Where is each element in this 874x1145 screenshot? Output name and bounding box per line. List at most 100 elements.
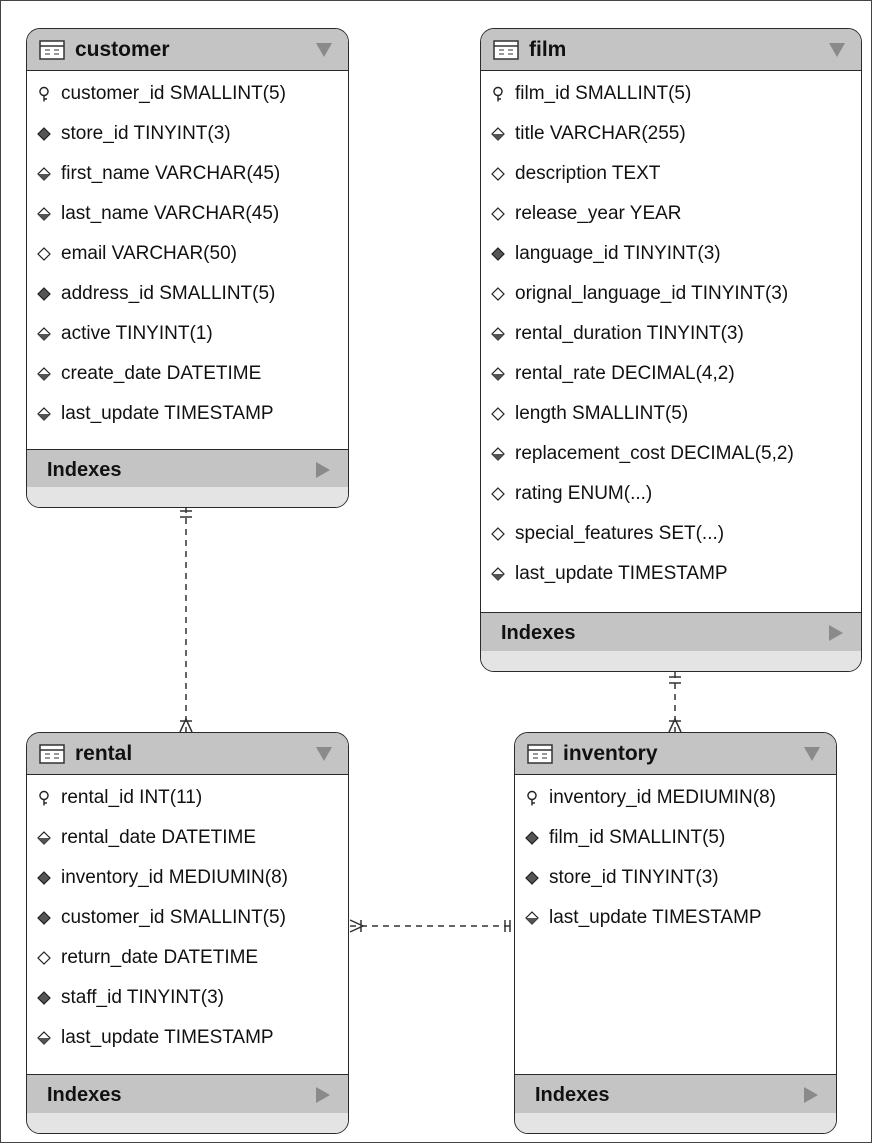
column-row[interactable]: title VARCHAR(255) <box>481 114 861 154</box>
many-marker-inventory <box>668 717 682 733</box>
indexes-section[interactable]: Indexes <box>515 1074 836 1116</box>
filled-diamond-icon <box>525 871 539 885</box>
indexes-label: Indexes <box>47 458 122 481</box>
indexes-section[interactable]: Indexes <box>27 449 348 491</box>
column-row[interactable]: replacement_cost DECIMAL(5,2) <box>481 434 861 474</box>
column-list: rental_id INT(11) rental_date DATETIME inv… <box>27 775 348 1058</box>
film-table[interactable]: film film_id SMALLINT(5)title VARCHAR(25… <box>480 28 862 672</box>
table-icon <box>493 39 519 60</box>
inventory-table[interactable]: inventory inventory_id MEDIUMIN(8)film_i… <box>514 732 837 1134</box>
half-diamond-icon <box>491 567 505 581</box>
expand-triangle-icon[interactable] <box>316 1087 330 1103</box>
table-footer <box>481 651 861 671</box>
column-label: rating ENUM(...) <box>515 483 653 504</box>
column-row[interactable]: inventory_id MEDIUMIN(8) <box>27 858 348 898</box>
column-row[interactable]: rental_rate DECIMAL(4,2) <box>481 354 861 394</box>
column-row[interactable]: last_update TIMESTAMP <box>515 898 836 938</box>
customer-table-header[interactable]: customer <box>27 29 348 71</box>
table-name: inventory <box>563 741 658 765</box>
column-row[interactable]: release_year YEAR <box>481 194 861 234</box>
column-label: last_update TIMESTAMP <box>515 563 728 584</box>
column-row[interactable]: rental_date DATETIME <box>27 818 348 858</box>
column-row[interactable]: last_update TIMESTAMP <box>27 1018 348 1058</box>
half-diamond-icon <box>525 911 539 925</box>
column-row[interactable]: last_update TIMESTAMP <box>481 554 861 594</box>
column-row[interactable]: film_id SMALLINT(5) <box>481 74 861 114</box>
column-label: staff_id TINYINT(3) <box>61 987 224 1008</box>
column-row[interactable]: return_date DATETIME <box>27 938 348 978</box>
empty-diamond-icon <box>491 207 505 221</box>
column-row[interactable]: customer_id SMALLINT(5) <box>27 74 348 114</box>
column-row[interactable]: description TEXT <box>481 154 861 194</box>
expand-triangle-icon[interactable] <box>316 462 330 478</box>
column-row[interactable]: rental_id INT(11) <box>27 778 348 818</box>
column-row[interactable]: rental_duration TINYINT(3) <box>481 314 861 354</box>
column-row[interactable]: rating ENUM(...) <box>481 474 861 514</box>
half-diamond-icon <box>37 207 51 221</box>
column-label: customer_id SMALLINT(5) <box>61 907 286 928</box>
half-diamond-icon <box>491 367 505 381</box>
column-label: last_update TIMESTAMP <box>61 1027 274 1048</box>
rental-table[interactable]: rental rental_id INT(11) rental_date DATE… <box>26 732 349 1134</box>
column-row[interactable]: store_id TINYINT(3) <box>27 114 348 154</box>
film-table-header[interactable]: film <box>481 29 861 71</box>
column-label: create_date DATETIME <box>61 363 262 384</box>
table-name: rental <box>75 741 133 765</box>
table-name: customer <box>75 37 170 61</box>
inventory-table-header[interactable]: inventory <box>515 733 836 775</box>
column-row[interactable]: last_name VARCHAR(45) <box>27 194 348 234</box>
empty-diamond-icon <box>37 951 51 965</box>
column-label: language_id TINYINT(3) <box>515 243 721 264</box>
collapse-triangle-icon[interactable] <box>316 42 332 57</box>
empty-diamond-icon <box>491 527 505 541</box>
column-row[interactable]: special_features SET(...) <box>481 514 861 554</box>
column-row[interactable]: language_id TINYINT(3) <box>481 234 861 274</box>
expand-triangle-icon[interactable] <box>829 625 843 641</box>
column-row[interactable]: active TINYINT(1) <box>27 314 348 354</box>
filled-diamond-icon <box>37 127 51 141</box>
column-row[interactable]: email VARCHAR(50) <box>27 234 348 274</box>
column-list: customer_id SMALLINT(5)store_id TINYINT(… <box>27 71 348 434</box>
column-row[interactable]: staff_id TINYINT(3) <box>27 978 348 1018</box>
half-diamond-icon <box>491 447 505 461</box>
collapse-triangle-icon[interactable] <box>829 42 845 57</box>
expand-triangle-icon[interactable] <box>804 1087 818 1103</box>
indexes-label: Indexes <box>535 1083 610 1106</box>
column-row[interactable]: last_update TIMESTAMP <box>27 394 348 434</box>
column-row[interactable]: address_id SMALLINT(5) <box>27 274 348 314</box>
filled-diamond-icon <box>37 991 51 1005</box>
empty-diamond-icon <box>491 407 505 421</box>
indexes-section[interactable]: Indexes <box>27 1074 348 1116</box>
column-row[interactable]: length SMALLINT(5) <box>481 394 861 434</box>
table-footer <box>27 1113 348 1133</box>
column-label: release_year YEAR <box>515 203 682 224</box>
key-icon <box>39 86 49 102</box>
column-row[interactable]: inventory_id MEDIUMIN(8) <box>515 778 836 818</box>
column-label: orignal_language_id TINYINT(3) <box>515 283 789 304</box>
column-row[interactable]: first_name VARCHAR(45) <box>27 154 348 194</box>
collapse-triangle-icon[interactable] <box>804 746 820 761</box>
collapse-triangle-icon[interactable] <box>316 746 332 761</box>
column-row[interactable]: customer_id SMALLINT(5) <box>27 898 348 938</box>
indexes-section[interactable]: Indexes <box>481 612 861 654</box>
column-row[interactable]: create_date DATETIME <box>27 354 348 394</box>
indexes-label: Indexes <box>501 621 576 644</box>
key-icon <box>39 790 49 806</box>
column-label: return_date DATETIME <box>61 947 259 968</box>
filled-diamond-icon <box>37 287 51 301</box>
column-row[interactable]: orignal_language_id TINYINT(3) <box>481 274 861 314</box>
half-diamond-icon <box>491 327 505 341</box>
empty-diamond-icon <box>491 287 505 301</box>
column-row[interactable]: store_id TINYINT(3) <box>515 858 836 898</box>
column-row[interactable]: film_id SMALLINT(5) <box>515 818 836 858</box>
column-label: last_name VARCHAR(45) <box>61 203 280 224</box>
table-icon <box>39 743 65 764</box>
empty-diamond-icon <box>491 487 505 501</box>
column-label: last_update TIMESTAMP <box>549 907 762 928</box>
customer-table[interactable]: customer customer_id SMALLINT(5)store_id… <box>26 28 349 508</box>
filled-diamond-icon <box>37 911 51 925</box>
column-label: rental_date DATETIME <box>61 827 257 848</box>
rental-table-header[interactable]: rental <box>27 733 348 775</box>
